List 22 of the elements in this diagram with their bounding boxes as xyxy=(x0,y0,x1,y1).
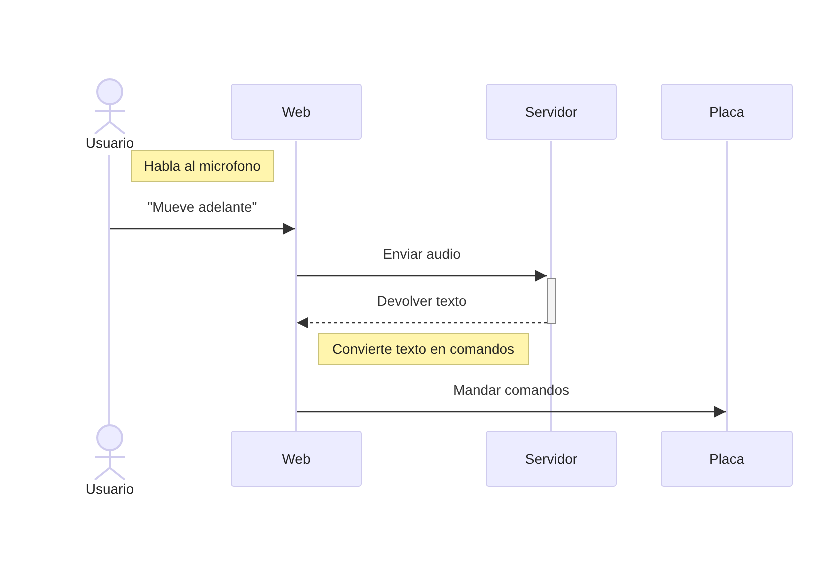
participant-box: Web xyxy=(231,431,362,487)
note-box: Habla al microfono xyxy=(131,150,274,182)
message-arrow xyxy=(297,317,547,329)
message-label: "Mueve adelante" xyxy=(148,199,258,215)
message-arrow xyxy=(297,270,547,282)
note-box: Convierte texto en comandos xyxy=(318,333,529,365)
actor-label: Usuario xyxy=(86,135,134,151)
participant-box: Placa xyxy=(661,84,793,140)
lifeline xyxy=(726,141,728,431)
message-label: Mandar comandos xyxy=(454,382,570,398)
message-label: Devolver texto xyxy=(377,293,467,309)
message-label: Enviar audio xyxy=(383,246,461,262)
lifeline xyxy=(108,155,110,425)
lifeline xyxy=(295,141,297,431)
participant-box: Placa xyxy=(661,431,793,487)
actor-label: Usuario xyxy=(86,481,134,497)
participant-box: Servidor xyxy=(486,84,617,140)
activation-bar xyxy=(547,278,556,324)
participant-box: Web xyxy=(231,84,362,140)
message-arrow xyxy=(297,406,726,418)
participant-box: Servidor xyxy=(486,431,617,487)
message-arrow xyxy=(110,223,295,235)
